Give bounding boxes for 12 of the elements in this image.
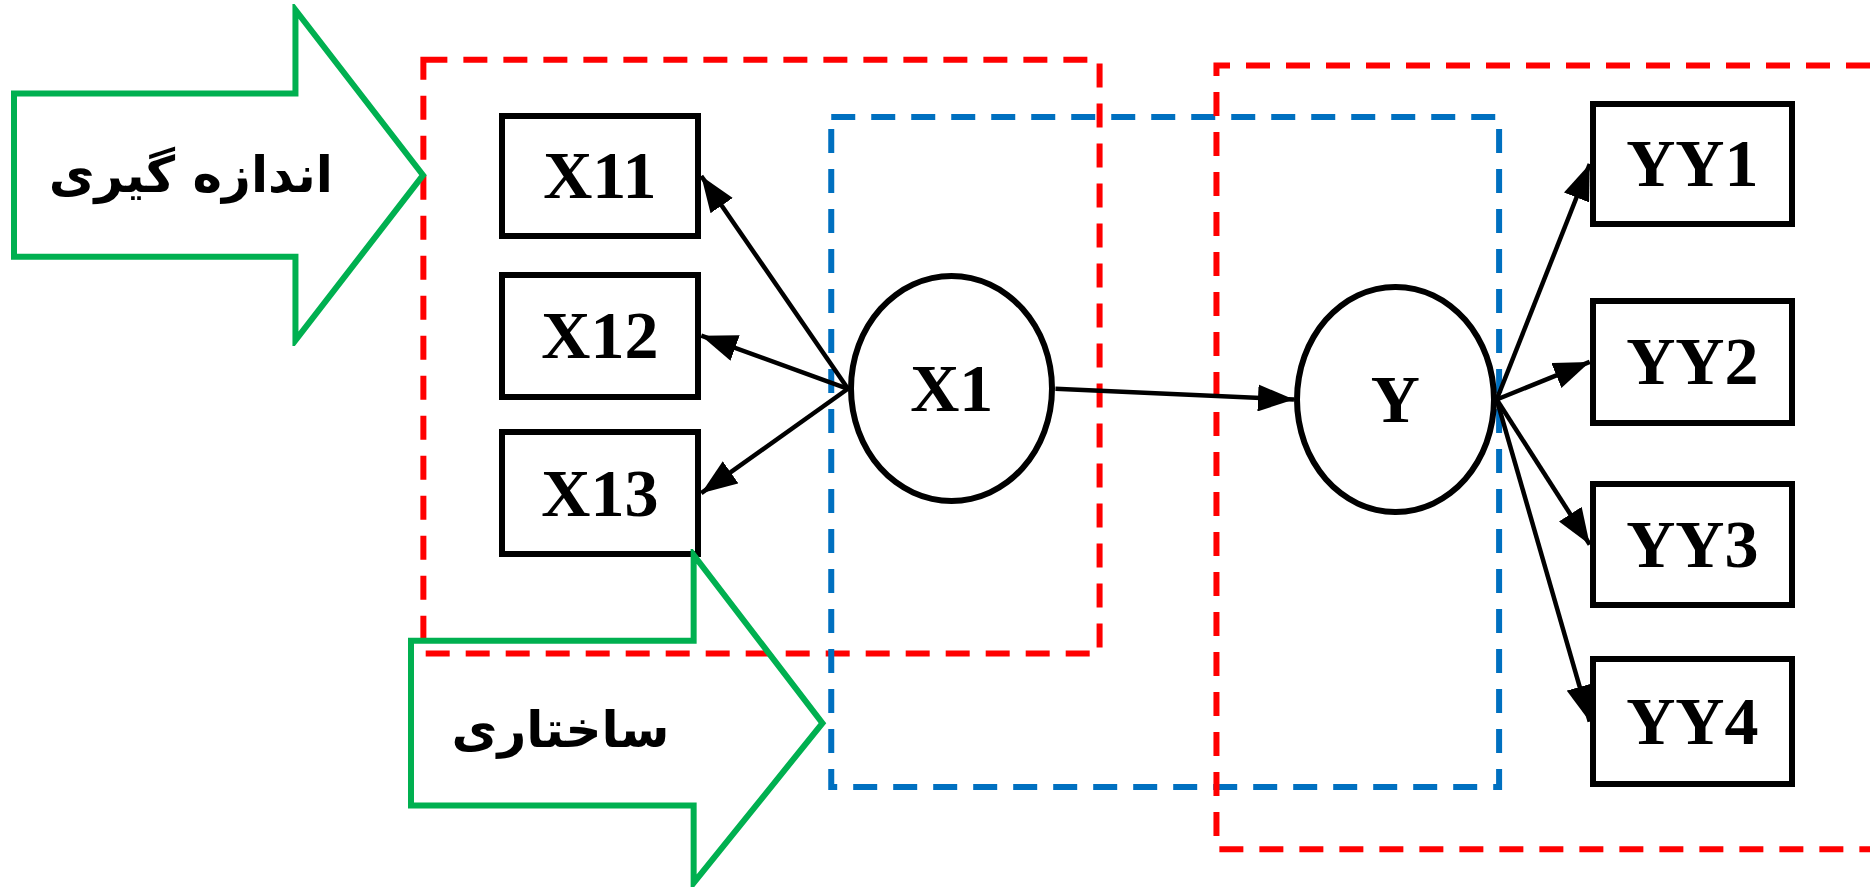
arrow (1055, 384, 1295, 412)
latent-circle: X1 (847, 273, 1056, 505)
variable-box: YY3 (1589, 480, 1795, 609)
variable-box: YY4 (1589, 655, 1795, 788)
variable-box: YY1 (1589, 101, 1795, 227)
variable-box: YY2 (1589, 298, 1795, 426)
arrow-label: اندازه گیری (48, 146, 333, 205)
variable-box: X12 (498, 271, 702, 400)
variable-box: X13 (498, 429, 702, 557)
arrow-label: ساختاری (451, 700, 670, 759)
variable-box: X11 (498, 113, 702, 239)
latent-circle: Y (1293, 283, 1497, 516)
